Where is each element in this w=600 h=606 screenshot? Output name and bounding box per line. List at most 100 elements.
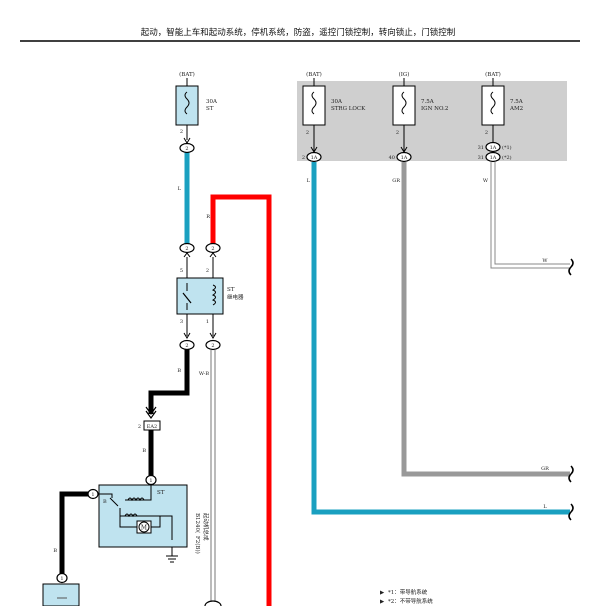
starter-field-icon (124, 513, 138, 518)
fuse-st-box (175, 85, 199, 126)
starter-wire-motor (119, 516, 137, 528)
wire-w-am2-a (490, 162, 570, 269)
chevron-down-icon (145, 406, 157, 420)
starter-wire-motor-b (151, 516, 161, 528)
ig-label: (IG) (399, 71, 410, 78)
connector-relay-out-left-label: 2 (185, 343, 188, 349)
connector-relay-in-right-label: 2 (211, 246, 214, 252)
connector-strg-label: 1A (311, 155, 318, 161)
relay-pin-tr: 2 (206, 268, 209, 274)
wire-label-b3: B (53, 548, 57, 554)
fuse-am2-amp: 7.5A (510, 99, 524, 105)
starter-wire-st (125, 485, 152, 501)
starter-st-label: ST (157, 490, 165, 496)
fuse-block-panel (297, 81, 567, 161)
connector-starter-in-label: 1 (149, 478, 152, 484)
wire-gr-ign (401, 162, 570, 477)
wire-break-l (568, 503, 574, 521)
fuse-am2-box (481, 85, 505, 126)
wire-label-l1: L (178, 186, 182, 192)
wire-label-l-strg: L (307, 178, 311, 184)
starter-wire-main (119, 508, 173, 540)
wire-label-gr-end: GR (541, 466, 549, 472)
starter-code: B1240( F2(B)) (194, 513, 201, 554)
fuse-ign-amp: 7.5A (421, 99, 435, 105)
note-bullet-1: ▶ (380, 590, 385, 596)
connector-starter-b-label: 1 (91, 492, 94, 498)
wire-label-r1: R (206, 214, 210, 220)
bat-label-strg: (BAT) (306, 71, 322, 78)
fuse-strg-amp: 30A (331, 99, 343, 105)
connector-am2-top-pin: 31 (478, 145, 484, 151)
fuse-strg-box (302, 85, 326, 126)
connector-ign-label: 1A (401, 155, 408, 161)
wire-label-gr-ign: GR (392, 178, 400, 184)
connector-ea2-pin: 2 (138, 424, 141, 430)
wire-b-left (59, 491, 92, 577)
relay-name: ST (227, 287, 235, 293)
starter-switch-icon (109, 497, 119, 507)
fuse-st-name: ST (206, 106, 214, 112)
connector-am2-bot (485, 151, 501, 163)
relay-st-box (176, 277, 224, 315)
bat-label-am2: (BAT) (485, 71, 501, 78)
connector-am2-top-note: (*1) (502, 144, 512, 151)
connector-bottom-wb (204, 600, 222, 606)
connector-am2-bot-pin: 31 (478, 155, 484, 161)
wire-label-w-am2: W (483, 178, 489, 184)
fuse-strg-pin: 2 (306, 130, 309, 136)
wire-label-l-end: L (543, 504, 547, 510)
wire-w-am2-b (494, 162, 570, 265)
relay-pin-br: 1 (206, 319, 209, 325)
arrow-down-icon (183, 332, 191, 339)
fuse-icon (184, 91, 190, 115)
connector-ign-pin: 40 (389, 155, 395, 161)
note-1: *1：带导航系统 (388, 588, 428, 596)
fuse-icon (401, 91, 407, 115)
wire-break-gr (568, 465, 574, 483)
wire-b-relay-ea2 (148, 345, 190, 414)
wire-label-w-end: W (542, 258, 548, 264)
arrow-up-icon (183, 252, 191, 258)
relay-desc: 继电器 (227, 293, 244, 301)
wire-break-w (568, 258, 574, 276)
connector-bottom-left (56, 572, 68, 584)
connector-st-out-label: 2 (185, 146, 188, 152)
wire-label-wb: W-B (199, 371, 209, 377)
relay-pin-tl: 5 (180, 268, 183, 274)
fuse-ign-name: IGN NO.2 (421, 106, 448, 112)
connector-starter-b (87, 488, 99, 500)
fuse-icon (311, 91, 317, 115)
connector-am2-top (485, 141, 501, 153)
connector-ign (396, 151, 412, 163)
fuse-st-amp: 30A (206, 99, 218, 105)
page-title: 起动，智能上车和起动系统，停机系统，防盗，遥控门锁控制，转向锁止，门锁控制 (141, 27, 456, 38)
relay-pin-bl: 3 (180, 319, 183, 325)
starter-coil-icon (127, 497, 145, 502)
starter-desc: 起动机总成 (202, 513, 210, 541)
connector-am2-top-label: 1A (490, 145, 497, 151)
fuse-icon (490, 91, 496, 115)
motor-icon-letter: M (141, 525, 147, 532)
wire-label-b1: B (177, 368, 181, 374)
fuse-strg-name: STRG LOCK (331, 106, 366, 112)
connector-am2-bot-note: (*2) (502, 154, 512, 161)
arrow-up-icon (209, 252, 217, 258)
note-2: *2：不带导航系统 (388, 597, 433, 605)
arrow-down-icon (209, 332, 217, 339)
starter-wire-b (99, 493, 113, 498)
connector-relay-in-left-label: 2 (185, 246, 188, 252)
motor-icon (138, 521, 150, 533)
fuse-am2-pin: 2 (485, 130, 488, 136)
connector-am2-bot-label: 1A (490, 155, 497, 161)
wire-label-b2: B (142, 448, 146, 454)
relay-coil-icon (211, 284, 216, 306)
wire-l-strg (311, 162, 570, 515)
connector-st-out (179, 142, 195, 154)
fuse-ign-pin: 2 (396, 130, 399, 136)
fuse-ign-box (392, 85, 416, 126)
connector-ea2 (143, 420, 161, 431)
connector-ea2-label: EA2 (147, 424, 157, 430)
connector-relay-out-right (205, 339, 221, 351)
